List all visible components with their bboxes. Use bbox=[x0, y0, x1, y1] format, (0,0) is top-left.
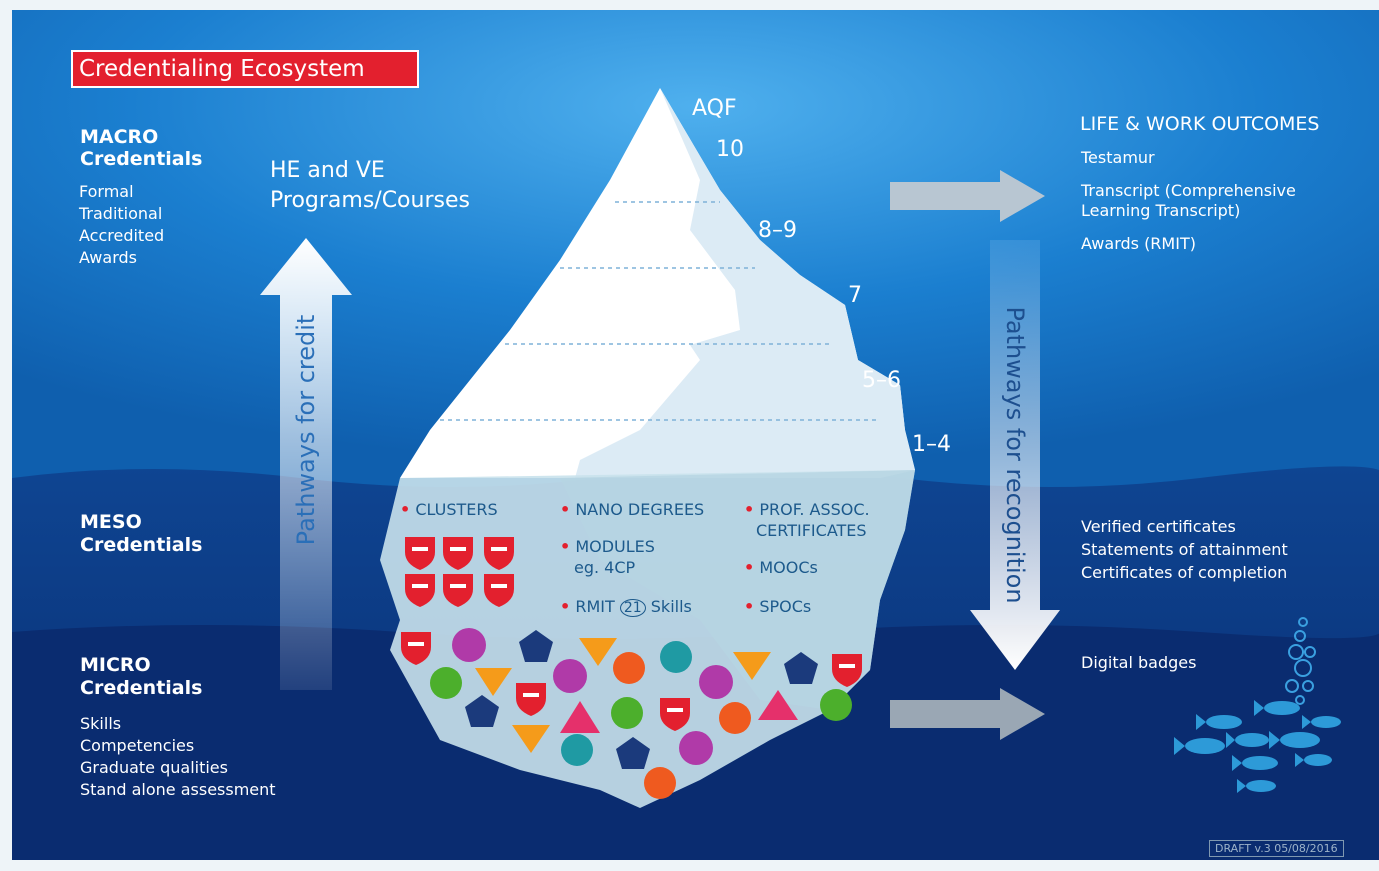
macro-heading-line2: Credentials bbox=[80, 148, 203, 170]
programs-line1: HE and VE bbox=[270, 158, 385, 183]
outcome-transcript-line2: Learning Transcript) bbox=[1081, 201, 1241, 220]
rmit-21-badge: 21 bbox=[619, 599, 646, 617]
pathways-recognition-arrow bbox=[970, 240, 1060, 670]
macro-item: Traditional bbox=[79, 204, 163, 223]
micro-outcome: Digital badges bbox=[1081, 653, 1197, 672]
aqf-level: 10 bbox=[716, 137, 744, 162]
iceberg-underwater-shade bbox=[560, 470, 915, 710]
aqf-label: AQF bbox=[692, 96, 737, 121]
aqf-level: 8–9 bbox=[758, 218, 797, 243]
bullet-moocs-text: MOOCs bbox=[759, 558, 818, 577]
bullet-modules-text: MODULES bbox=[575, 537, 655, 556]
bullet-modules: • MODULES bbox=[560, 537, 655, 556]
micro-heading-line1: MICRO bbox=[80, 654, 151, 676]
outcomes-heading: LIFE & WORK OUTCOMES bbox=[1080, 113, 1320, 135]
bullet-prof-assoc-line2: CERTIFICATES bbox=[756, 521, 867, 540]
micro-item: Graduate qualities bbox=[80, 758, 228, 777]
macro-item: Awards bbox=[79, 248, 137, 267]
outcome-transcript-line1: Transcript (Comprehensive bbox=[1081, 181, 1296, 200]
bullet-rmit-suffix: Skills bbox=[650, 597, 692, 616]
meso-outcome: Verified certificates bbox=[1081, 517, 1236, 536]
micro-heading-line2: Credentials bbox=[80, 677, 203, 699]
programs-line2: Programs/Courses bbox=[270, 188, 470, 213]
left-border bbox=[0, 0, 12, 871]
bullet-nano-degrees: • NANO DEGREES bbox=[560, 500, 705, 519]
bullet-prof-assoc: • PROF. ASSOC. bbox=[744, 500, 870, 519]
outcome-arrow-top bbox=[890, 170, 1045, 222]
aqf-level: 5–6 bbox=[862, 368, 901, 393]
aqf-level: 7 bbox=[848, 283, 862, 308]
meso-heading-line2: Credentials bbox=[80, 534, 203, 556]
aqf-level: 1–4 bbox=[912, 432, 951, 457]
bullet-clusters-text: CLUSTERS bbox=[415, 500, 498, 519]
page-title: Credentialing Ecosystem bbox=[79, 56, 365, 82]
macro-item: Accredited bbox=[79, 226, 165, 245]
meso-outcome: Certificates of completion bbox=[1081, 563, 1288, 582]
macro-heading-line1: MACRO bbox=[80, 126, 159, 148]
bullet-rmit-skills: • RMIT 21 Skills bbox=[560, 597, 692, 617]
bullet-modules-line2: eg. 4CP bbox=[574, 558, 636, 577]
fish-group bbox=[1174, 700, 1341, 793]
pathways-credit-arrow bbox=[260, 238, 352, 690]
outcome-arrow-bottom bbox=[890, 688, 1045, 740]
outcome-testamur: Testamur bbox=[1081, 148, 1155, 167]
bullet-spocs: • SPOCs bbox=[744, 597, 812, 616]
micro-item: Competencies bbox=[80, 736, 195, 755]
micro-item: Skills bbox=[80, 714, 122, 733]
bullet-nano-degrees-text: NANO DEGREES bbox=[575, 500, 705, 519]
bullet-prof-assoc-text: PROF. ASSOC. bbox=[759, 500, 870, 519]
bullet-clusters: • CLUSTERS bbox=[400, 500, 498, 519]
outcome-awards: Awards (RMIT) bbox=[1081, 234, 1196, 253]
meso-heading-line1: MESO bbox=[80, 511, 142, 533]
bullet-spocs-text: SPOCs bbox=[759, 597, 812, 616]
micro-badges bbox=[401, 537, 862, 799]
micro-item: Stand alone assessment bbox=[80, 780, 276, 799]
bubbles bbox=[1285, 617, 1316, 705]
meso-outcome: Statements of attainment bbox=[1081, 540, 1288, 559]
title-box bbox=[71, 50, 419, 88]
pathways-credit-label: Pathways for credit bbox=[292, 314, 320, 546]
bullet-moocs: • MOOCs bbox=[744, 558, 818, 577]
iceberg-shade bbox=[575, 88, 915, 478]
pathways-recognition-label: Pathways for recognition bbox=[1001, 306, 1029, 604]
macro-item: Formal bbox=[79, 182, 134, 201]
draft-stamp: DRAFT v.3 05/08/2016 bbox=[1209, 840, 1344, 857]
bullet-rmit-prefix: RMIT bbox=[575, 597, 615, 616]
